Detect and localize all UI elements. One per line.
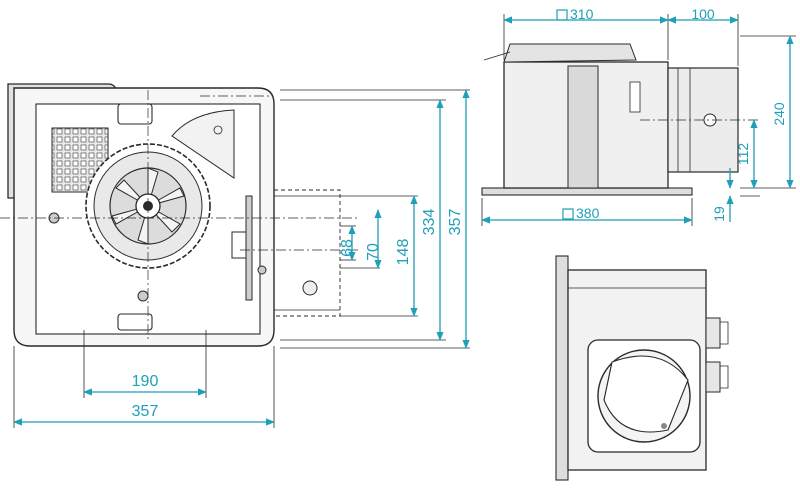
dim-112-label: 112: [735, 143, 751, 166]
screw-right: [257, 265, 267, 275]
ceiling-flange: [481, 187, 693, 196]
side-bracket: [245, 195, 253, 301]
dim-68-label: 68: [339, 239, 356, 257]
screw-bottom: [137, 290, 149, 302]
bottom-flange: [555, 255, 569, 481]
side-view: 310 100 240 112 19 380: [481, 6, 796, 226]
damper-blade: [603, 355, 689, 433]
dim-240-label: 240: [771, 102, 787, 126]
dim-19-label: 19: [711, 206, 727, 222]
dim-310: 310: [556, 6, 594, 22]
dim-357-right-label: 357: [447, 209, 464, 236]
dim-190-label: 190: [132, 373, 159, 390]
dim-334-label: 334: [421, 209, 438, 236]
dim-100-label: 100: [691, 6, 715, 22]
bottom-view: [555, 255, 729, 481]
dim-70-label: 70: [365, 243, 382, 261]
square-dimension-symbol-icon: [562, 208, 574, 220]
top-view: 68 70 148 334 357 190 357: [0, 83, 470, 428]
duct-outlet: [273, 189, 341, 317]
dim-357-bottom-label: 357: [132, 403, 159, 420]
square-dimension-symbol-icon: [556, 9, 568, 21]
mount-slot-top: [117, 103, 153, 125]
mount-slot-bottom: [117, 313, 153, 331]
damper-flap: [171, 109, 235, 179]
dim-148-label: 148: [395, 239, 412, 266]
dim-310-label: 310: [570, 6, 594, 22]
dim-380: 380: [562, 205, 600, 221]
dim-380-label: 380: [576, 205, 600, 221]
